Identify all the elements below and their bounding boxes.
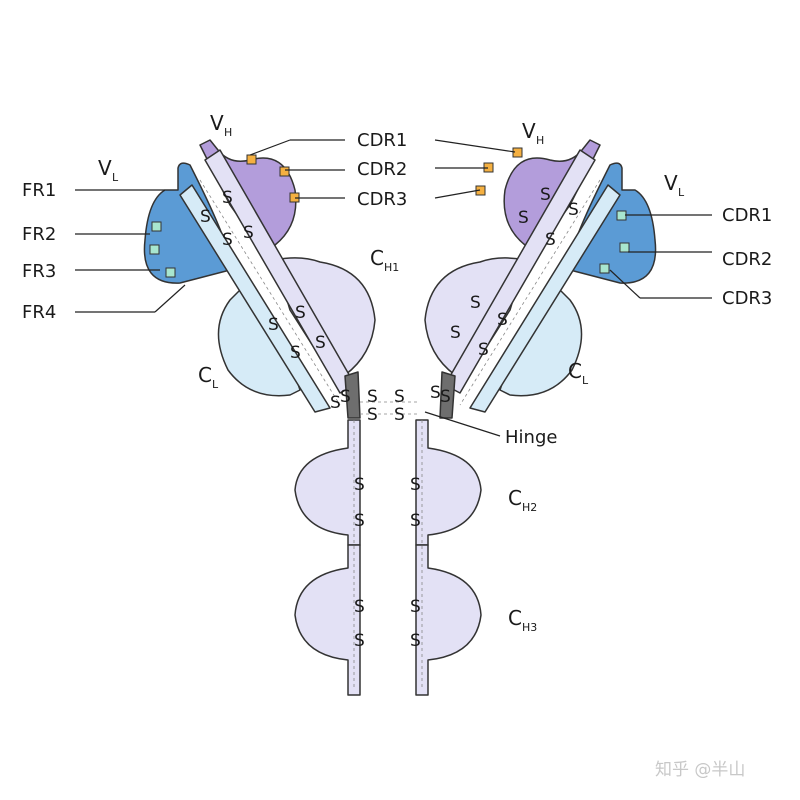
ch3-label-sub: H3 [522, 621, 537, 634]
cl-right-label-sub: L [582, 374, 589, 387]
disulfide-s: S [354, 597, 365, 617]
disulfide-s: S [315, 333, 326, 353]
right-light-cdr3 [599, 263, 610, 274]
dashed-guides [199, 179, 601, 690]
vl-left-label-sub: L [112, 171, 119, 184]
left-heavy-cdr2 [279, 166, 290, 177]
left-ch2-domain [294, 419, 361, 546]
leader-lines [75, 139, 712, 437]
vh-left-label-sub: H [224, 126, 232, 139]
right-ch2-domain [415, 419, 482, 546]
hinge-label: Hinge [505, 427, 557, 448]
disulfide-s: S [545, 230, 556, 250]
fr2-label: FR2 [22, 224, 56, 245]
disulfide-s: S [410, 597, 421, 617]
right-light-cdr1 [616, 210, 627, 221]
disulfide-bonds: S S S S S S S S S S S S S S S S S S S S … [200, 185, 579, 651]
disulfide-s: S [478, 340, 489, 360]
disulfide-s: S [470, 293, 481, 313]
right-light-cdr2 [619, 242, 630, 253]
cl-left-label-main: C [198, 363, 212, 387]
right-cdr1-label: CDR1 [722, 205, 772, 226]
disulfide-s: S [222, 230, 233, 250]
vh-right-label-main: V [522, 119, 536, 143]
left-hinge-block [344, 371, 361, 419]
ch2-label-main: C [508, 486, 522, 510]
fr1-label: FR1 [22, 180, 56, 201]
right-ch1-domain [424, 257, 526, 376]
left-light-cdr-c [165, 267, 176, 278]
vh-right-label-sub: H [536, 134, 544, 147]
watermark: 知乎 @半山 [655, 760, 745, 780]
disulfide-s: S [497, 310, 508, 330]
right-hinge-block [439, 371, 456, 419]
disulfide-s: S [540, 185, 551, 205]
disulfide-s: S [518, 208, 529, 228]
framework-labels: FR1 FR2 FR3 FR4 [22, 180, 56, 323]
disulfide-s: S [340, 387, 351, 407]
disulfide-s: S [330, 393, 341, 413]
disulfide-s: S [440, 387, 451, 407]
cl-left-label-sub: L [212, 378, 219, 391]
right-cdr-labels: CDR1 CDR2 CDR3 [722, 205, 772, 309]
disulfide-s: S [410, 631, 421, 651]
fc-stem [294, 419, 482, 696]
vl-left-label-main: V [98, 156, 112, 180]
center-cdr-labels: CDR1 CDR2 CDR3 [357, 130, 407, 210]
left-heavy-cdr1 [246, 154, 257, 165]
cl-right-label-main: C [568, 359, 582, 383]
vh-left-label-main: V [210, 111, 224, 135]
left-light-cdr-a [151, 221, 162, 232]
right-arm [424, 139, 657, 419]
disulfide-s: S [410, 511, 421, 531]
left-light-cdr-b [149, 244, 160, 255]
vl-right-label-main: V [664, 171, 678, 195]
right-light-strip [469, 184, 621, 413]
disulfide-s: S [394, 387, 405, 407]
disulfide-s: S [410, 475, 421, 495]
disulfide-s: S [394, 405, 405, 425]
vl-right-label-sub: L [678, 186, 685, 199]
disulfide-s: S [200, 207, 211, 227]
right-cdr3-label: CDR3 [722, 288, 772, 309]
disulfide-s: S [367, 405, 378, 425]
left-arm [143, 139, 376, 419]
left-light-strip [179, 184, 331, 413]
ch1-label-main: C [370, 246, 384, 270]
disulfide-s: S [354, 631, 365, 651]
center-cdr1-label: CDR1 [357, 130, 407, 151]
center-cdr2-label: CDR2 [357, 159, 407, 180]
center-cdr3-label: CDR3 [357, 189, 407, 210]
left-light-cdrs [149, 221, 176, 278]
ch3-label-main: C [508, 606, 522, 630]
domain-labels: V L V H V H V L C H1 C L C L C H2 C H3 H… [98, 111, 685, 634]
disulfide-s: S [568, 200, 579, 220]
fr3-label: FR3 [22, 261, 56, 282]
disulfide-s: S [222, 188, 233, 208]
right-cdr2-label: CDR2 [722, 249, 772, 270]
disulfide-s: S [354, 475, 365, 495]
right-ch3-domain [415, 544, 482, 696]
disulfide-s: S [268, 315, 279, 335]
disulfide-s: S [290, 343, 301, 363]
right-heavy-cdr1 [512, 147, 523, 158]
ch2-label-sub: H2 [522, 501, 537, 514]
left-ch3-domain [294, 544, 361, 696]
disulfide-s: S [354, 511, 365, 531]
disulfide-s: S [430, 383, 441, 403]
fr4-label: FR4 [22, 302, 56, 323]
left-ch1-domain [274, 257, 376, 376]
disulfide-s: S [295, 303, 306, 323]
ch1-label-sub: H1 [384, 261, 399, 274]
disulfide-s: S [450, 323, 461, 343]
disulfide-s: S [243, 223, 254, 243]
disulfide-s: S [367, 387, 378, 407]
